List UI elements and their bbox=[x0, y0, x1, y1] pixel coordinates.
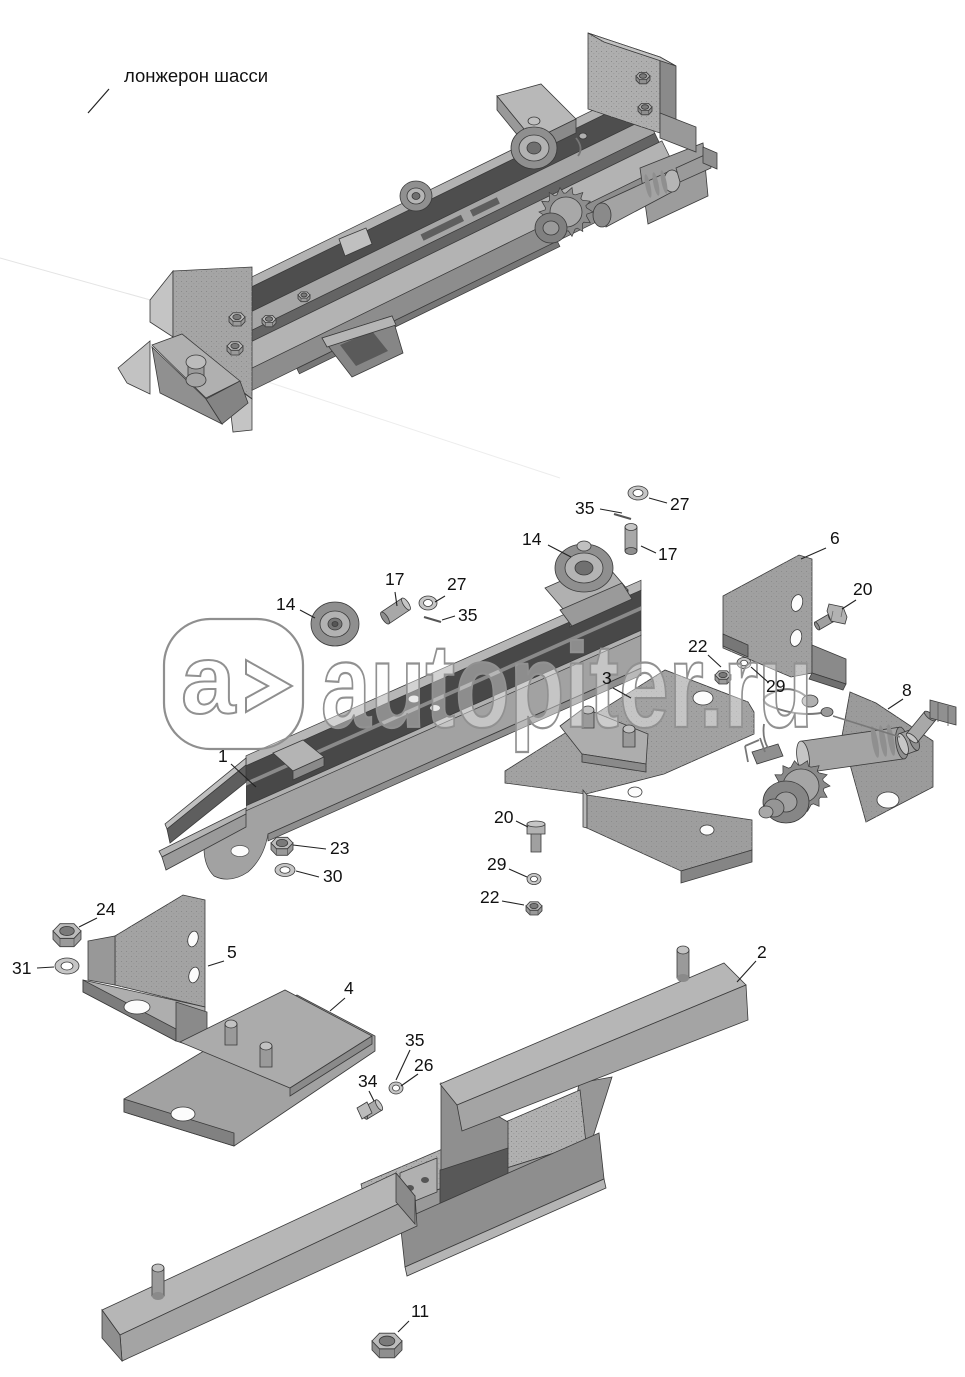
svg-text:35: 35 bbox=[458, 605, 477, 625]
svg-text:35: 35 bbox=[405, 1030, 424, 1050]
svg-text:20: 20 bbox=[853, 579, 873, 599]
svg-text:14: 14 bbox=[276, 594, 296, 614]
svg-text:2: 2 bbox=[757, 942, 767, 962]
svg-text:14: 14 bbox=[522, 529, 542, 549]
svg-text:27: 27 bbox=[447, 574, 466, 594]
svg-text:autopiter.ru: autopiter.ru bbox=[321, 619, 813, 753]
svg-text:29: 29 bbox=[487, 854, 506, 874]
svg-text:20: 20 bbox=[494, 807, 514, 827]
svg-text:17: 17 bbox=[658, 544, 677, 564]
svg-text:22: 22 bbox=[480, 887, 499, 907]
svg-text:35: 35 bbox=[575, 498, 594, 518]
svg-text:17: 17 bbox=[385, 569, 404, 589]
svg-text:24: 24 bbox=[96, 899, 116, 919]
svg-text:27: 27 bbox=[670, 494, 689, 514]
svg-text:1: 1 bbox=[218, 746, 228, 766]
svg-text:11: 11 bbox=[411, 1301, 429, 1321]
svg-text:23: 23 bbox=[330, 838, 349, 858]
svg-text:лонжерон шасси: лонжерон шасси bbox=[124, 65, 268, 86]
svg-text:3: 3 bbox=[602, 668, 612, 688]
svg-text:5: 5 bbox=[227, 942, 237, 962]
svg-text:34: 34 bbox=[358, 1071, 378, 1091]
svg-text:8: 8 bbox=[902, 680, 912, 700]
svg-text:a: a bbox=[181, 624, 237, 734]
svg-text:22: 22 bbox=[688, 636, 707, 656]
svg-text:4: 4 bbox=[344, 978, 354, 998]
svg-text:29: 29 bbox=[766, 676, 785, 696]
svg-text:30: 30 bbox=[323, 866, 343, 886]
svg-text:31: 31 bbox=[12, 958, 31, 978]
svg-text:26: 26 bbox=[414, 1055, 433, 1075]
svg-text:6: 6 bbox=[830, 528, 840, 548]
